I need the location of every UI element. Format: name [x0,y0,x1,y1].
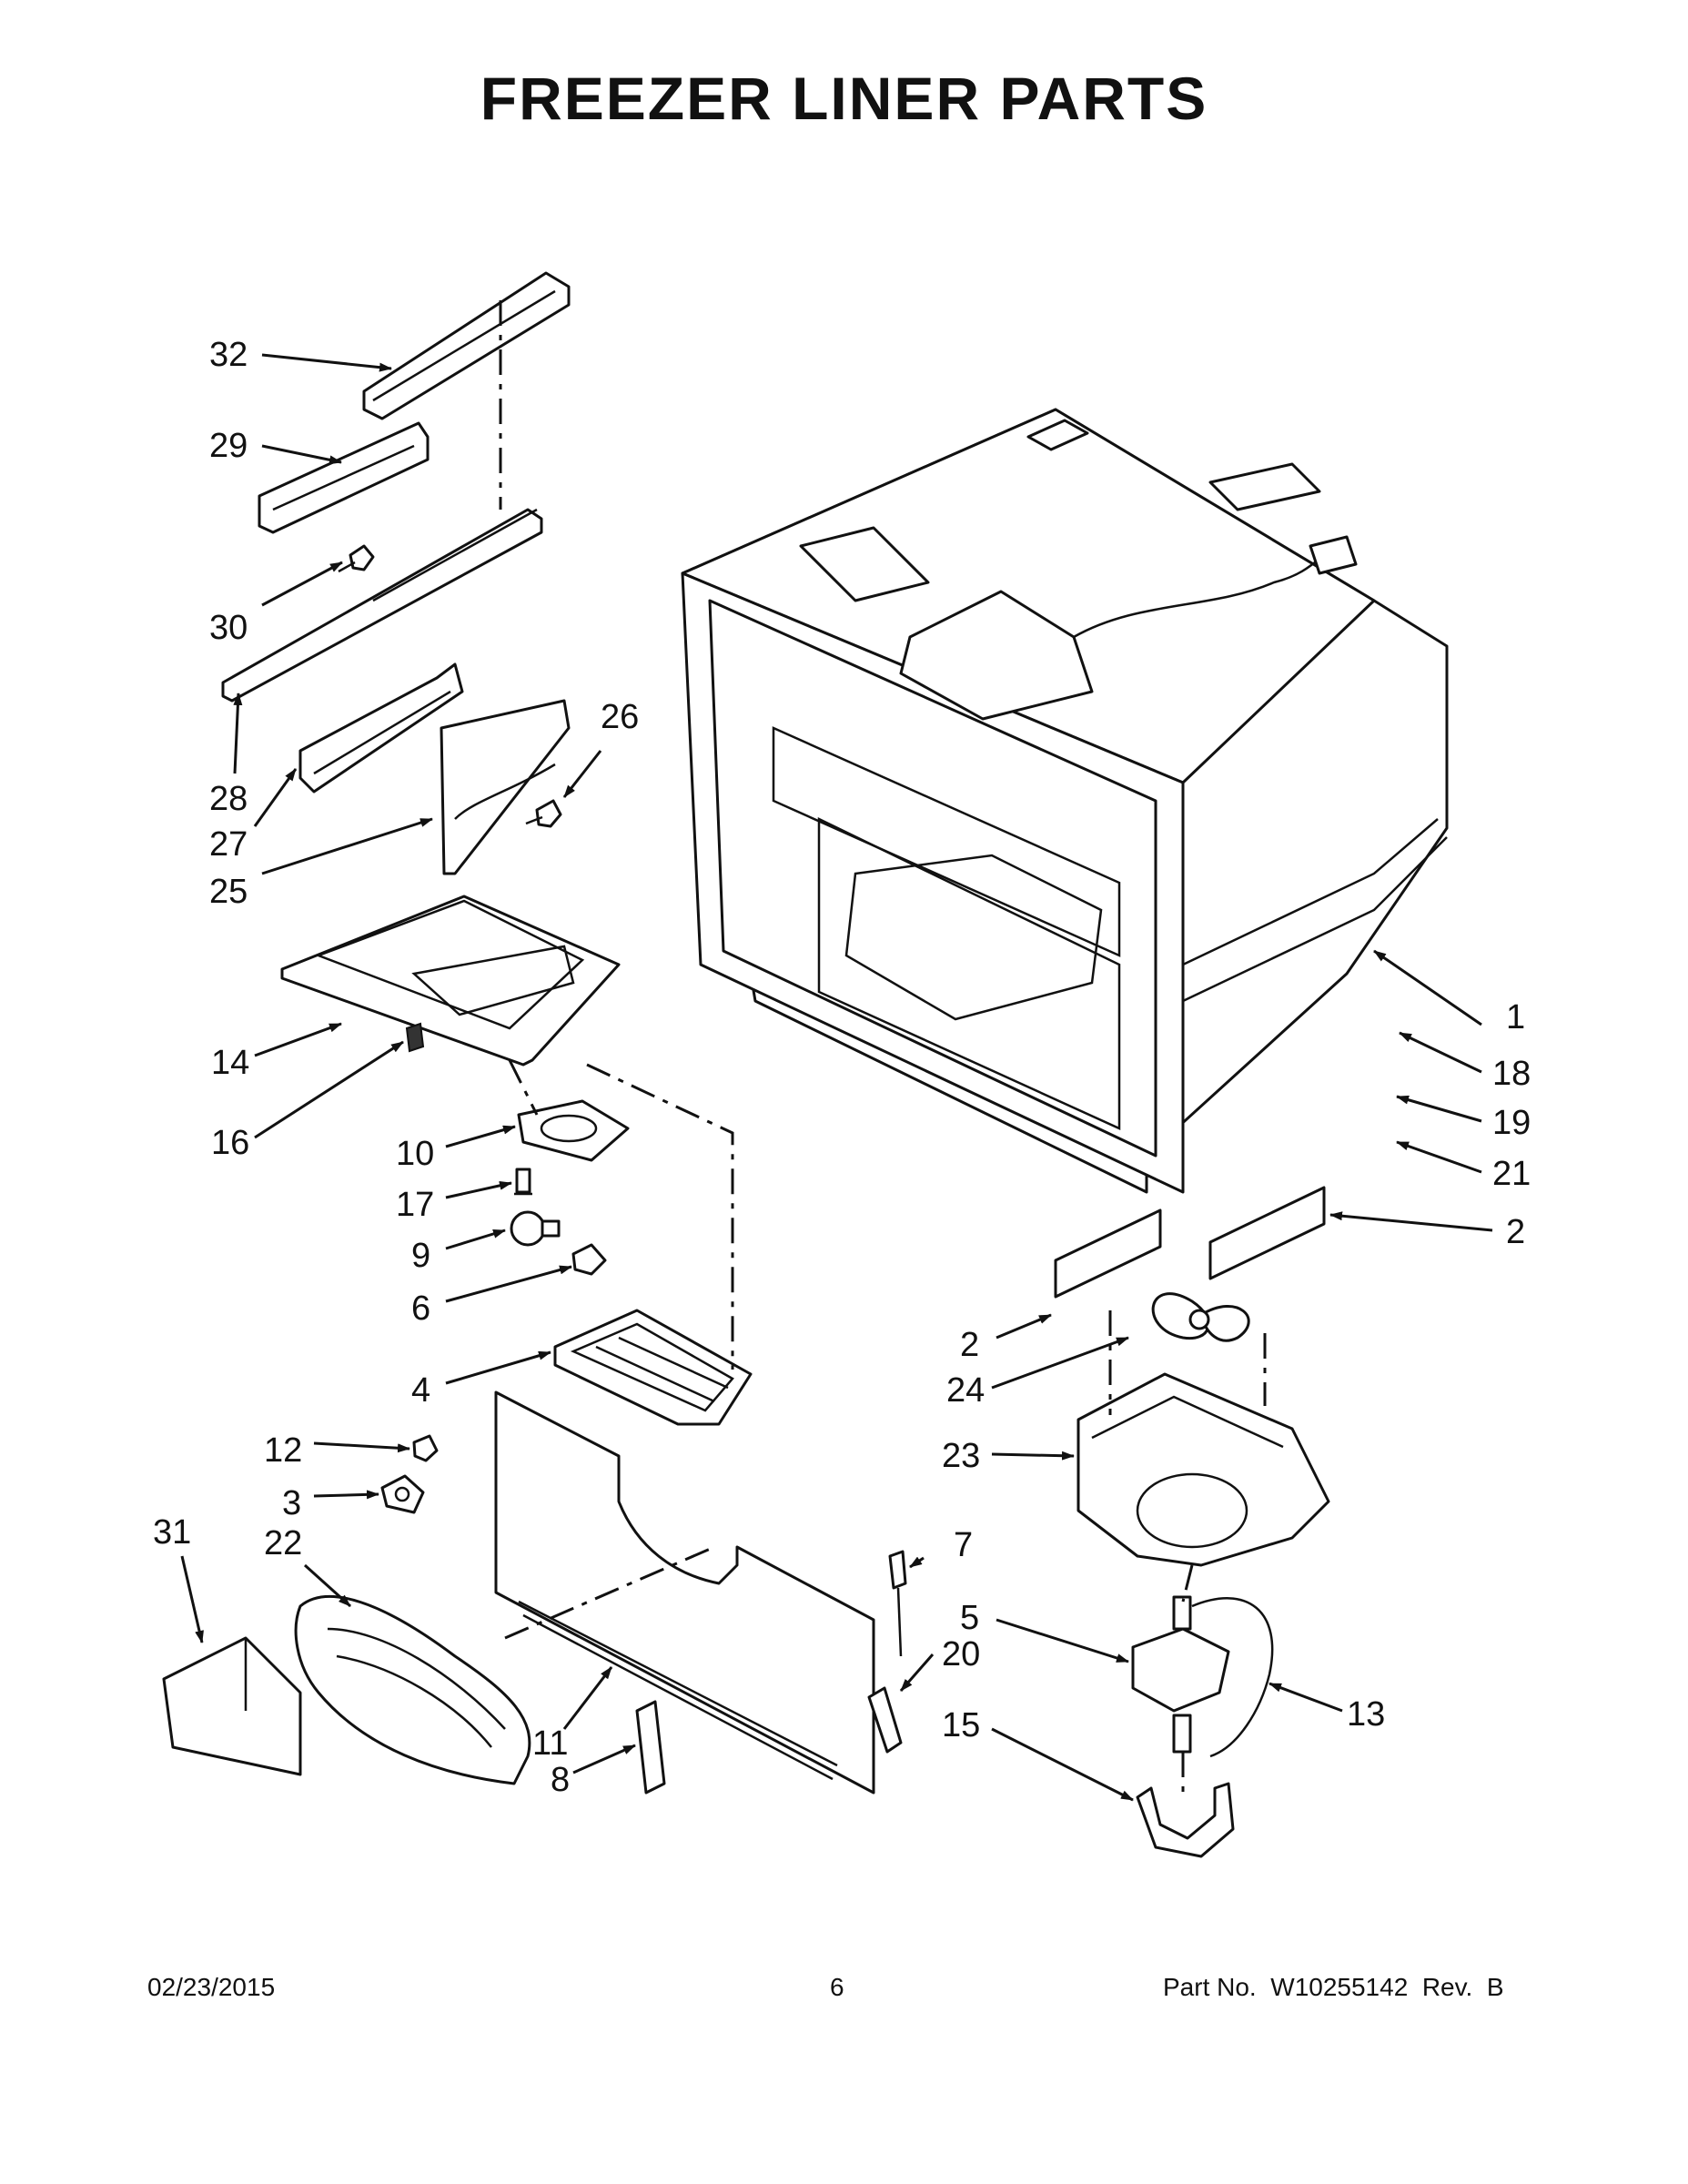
callout-19: 19 [1492,1104,1531,1142]
top-rail-part-32 [362,271,571,420]
callout-11: 11 [532,1724,568,1763]
bracket-part-3 [380,1474,425,1514]
thermistor-part-7 [888,1550,907,1657]
callout-2-right: 2 [1506,1213,1525,1251]
long-rail-part-28 [221,508,543,703]
slide-bracket-part-29 [258,421,430,534]
callout-32: 32 [209,336,248,374]
callout-26: 26 [601,698,639,736]
insulation-block-part-2b [1208,1186,1326,1280]
diffuser-part-8 [635,1700,666,1795]
callout-10: 10 [396,1135,434,1173]
screw-part-26 [525,799,562,828]
screw-part-30 [338,544,375,573]
callout-1: 1 [1506,998,1525,1036]
light-shield-part-4 [553,1309,753,1426]
housing-tray-part-14 [280,895,621,1067]
callout-12: 12 [264,1431,302,1470]
lamp-socket-part-6 [571,1243,607,1276]
insulation-block-part-2a [1054,1208,1162,1299]
callout-2-left: 2 [960,1326,979,1364]
callout-3: 3 [282,1484,301,1522]
foam-strip-part-20 [867,1686,903,1754]
light-bulb-part-9 [510,1210,561,1247]
switch-part-16 [405,1022,425,1053]
callout-6: 6 [411,1289,430,1328]
callout-29: 29 [209,427,248,465]
callout-15: 15 [942,1706,980,1744]
callout-27: 27 [209,825,248,864]
bracket-part-25 [440,699,571,875]
assembly-guide-lines [499,300,1267,1797]
leader-lines [180,353,1493,1802]
callout-4: 4 [411,1371,430,1410]
light-socket-part-10 [517,1099,630,1162]
slide-support-part-27 [298,662,464,794]
callout-14: 14 [211,1044,249,1082]
callout-16: 16 [211,1124,249,1162]
screw-part-17 [514,1168,532,1196]
grille-part-22 [294,1595,531,1785]
footer-page-number: 6 [830,1973,844,2001]
callout-8: 8 [551,1761,570,1799]
callout-18: 18 [1492,1055,1531,1093]
end-cap-part-31 [162,1636,302,1776]
callout-17: 17 [396,1186,434,1224]
callout-23: 23 [942,1437,980,1475]
callout-13: 13 [1347,1695,1385,1734]
callout-31: 31 [153,1513,191,1552]
callout-24: 24 [946,1371,985,1410]
page-title: FREEZER LINER PARTS [480,65,1208,132]
callout-28: 28 [209,780,248,818]
rear-panel-part-11 [494,1390,875,1795]
footer-date: 02/23/2015 [147,1973,276,2001]
callout-20: 20 [942,1635,980,1673]
callout-25: 25 [209,873,248,911]
callout-7: 7 [954,1526,973,1564]
wire-harness-part-13 [1191,1597,1274,1758]
freezer-liner [681,408,1449,1194]
callout-9: 9 [411,1237,430,1275]
screw-part-12 [412,1434,439,1462]
fan-shroud-part-23 [1076,1372,1330,1567]
callout-labels: 32 29 30 28 27 25 26 14 16 10 17 9 6 4 1… [153,336,1531,1799]
footer-part-number: Part No. W10255142 Rev. B [1163,1973,1504,2001]
fan-blade-part-24 [1151,1292,1250,1342]
callout-22: 22 [264,1524,302,1562]
fan-motor-part-5 [1131,1595,1230,1754]
callout-30: 30 [209,609,248,647]
motor-bracket-part-15 [1136,1782,1235,1858]
callout-5: 5 [960,1599,979,1637]
callout-21: 21 [1492,1155,1531,1193]
